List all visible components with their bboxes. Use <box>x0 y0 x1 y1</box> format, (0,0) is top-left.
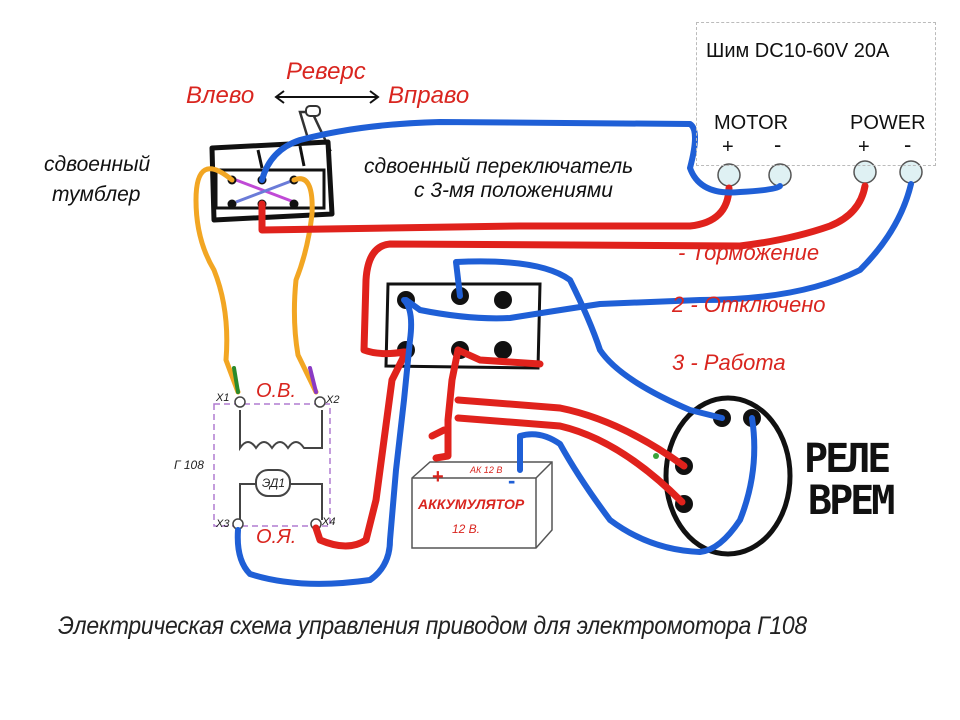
time-relay <box>653 395 793 557</box>
diagram-caption: Электрическая схема управления приводом … <box>58 612 807 640</box>
reverse-label: Реверс <box>286 58 366 85</box>
armature-label: ЭД1 <box>262 476 286 490</box>
pwm-module <box>696 22 936 166</box>
orange-wires <box>193 166 319 395</box>
battery-minus-label: - <box>508 468 516 493</box>
pwm-motor-minus: - <box>774 132 782 157</box>
switch3-label-line1: сдвоенный переключатель <box>364 155 634 178</box>
battery-plus-label: + <box>432 466 444 488</box>
mode3-label: 3 - Работа <box>672 350 786 375</box>
motor-model-label: Г 108 <box>174 458 204 472</box>
mode1-label: - Торможение <box>678 240 820 265</box>
armature-winding-label: О.Я. <box>256 526 297 548</box>
red-wires <box>258 182 869 550</box>
relay-label-line1: РЕЛЕ <box>804 436 891 482</box>
battery-small-label: АК 12 В <box>470 465 503 475</box>
double-toggle-switch <box>209 139 335 223</box>
pwm-motor-plus: + <box>722 136 734 158</box>
relay-label-line2: ВРЕМ <box>808 478 895 524</box>
field-winding-label: О.В. <box>256 380 297 402</box>
pwm-label: Шим DC10-60V 20A <box>706 40 890 62</box>
motor-g108 <box>213 396 331 530</box>
battery-name-label: АККУМУЛЯТОР <box>418 496 525 512</box>
terminal-x3-label: X3 <box>216 518 230 530</box>
pwm-power-plus: + <box>858 136 870 158</box>
pwm-power-label: POWER <box>850 112 926 134</box>
pwm-motor-label: MOTOR <box>714 112 789 134</box>
terminal-x1-label: X1 <box>216 392 230 404</box>
right-label: Вправо <box>388 82 470 109</box>
left-label: Влево <box>186 82 255 109</box>
blue-wires <box>234 119 914 587</box>
terminal-x4-label: X4 <box>322 516 336 528</box>
toggle-label-line1: сдвоенный <box>44 153 151 176</box>
switch3-label-line2: с 3-мя положениями <box>414 179 613 202</box>
battery <box>411 461 553 549</box>
direction-arrow <box>274 90 380 104</box>
mode2-label: 2 - Отключено <box>672 292 826 317</box>
toggle-label-line2: тумблер <box>52 183 141 206</box>
pwm-power-minus: - <box>904 132 912 157</box>
terminal-x2-label: X2 <box>326 394 340 406</box>
battery-voltage-label: 12 В. <box>452 522 481 536</box>
